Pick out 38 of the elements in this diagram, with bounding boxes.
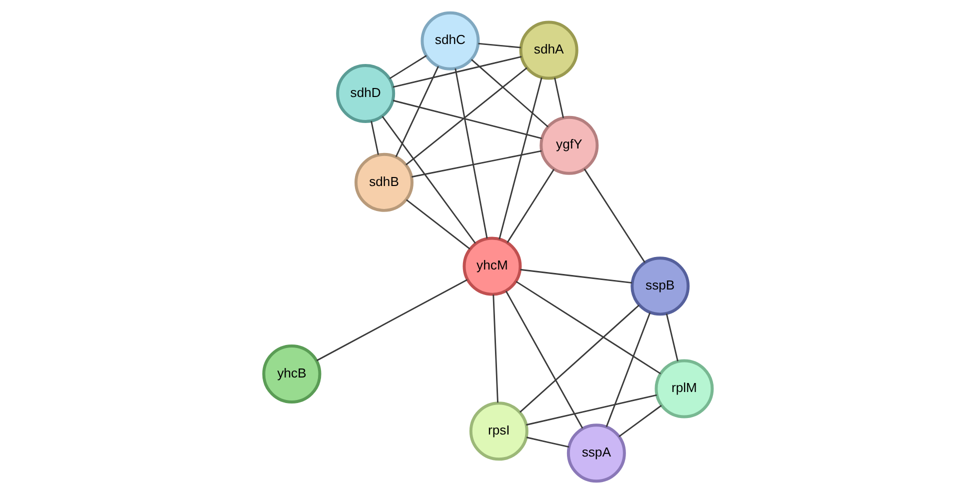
connector [666,314,678,362]
connector [406,67,528,166]
connector [395,66,439,158]
connector [498,77,542,240]
node-circle: ygfY [540,116,599,175]
connector [406,199,470,250]
connector [554,78,564,118]
connector [584,168,646,263]
connector [392,56,522,88]
connector [389,55,427,80]
node-circle: sdhA [519,20,578,80]
connector [618,404,662,438]
connector [382,116,476,244]
connector [370,121,379,155]
connector [316,279,468,362]
connector [392,100,542,140]
connector [505,290,584,429]
connector [526,394,657,426]
node-circle: rplM [654,359,714,418]
connector [454,68,488,239]
node-circle: sspA [566,424,626,483]
connector [516,280,661,374]
node-circle: rpsI [469,402,528,461]
connector [526,436,570,448]
node-circle: yhcM [462,236,522,296]
connector [520,268,632,284]
connector [478,42,521,48]
connector [412,150,542,178]
connector [520,304,640,413]
node-circle: sdhC [420,11,480,70]
connector [506,168,555,243]
node-circle: sspB [630,256,690,316]
connector [606,312,651,428]
connector [492,294,498,403]
node-circle: sdhD [336,64,396,123]
node-circle: sdhB [354,152,414,212]
connector [471,59,549,128]
node-circle: yhcB [262,344,322,404]
